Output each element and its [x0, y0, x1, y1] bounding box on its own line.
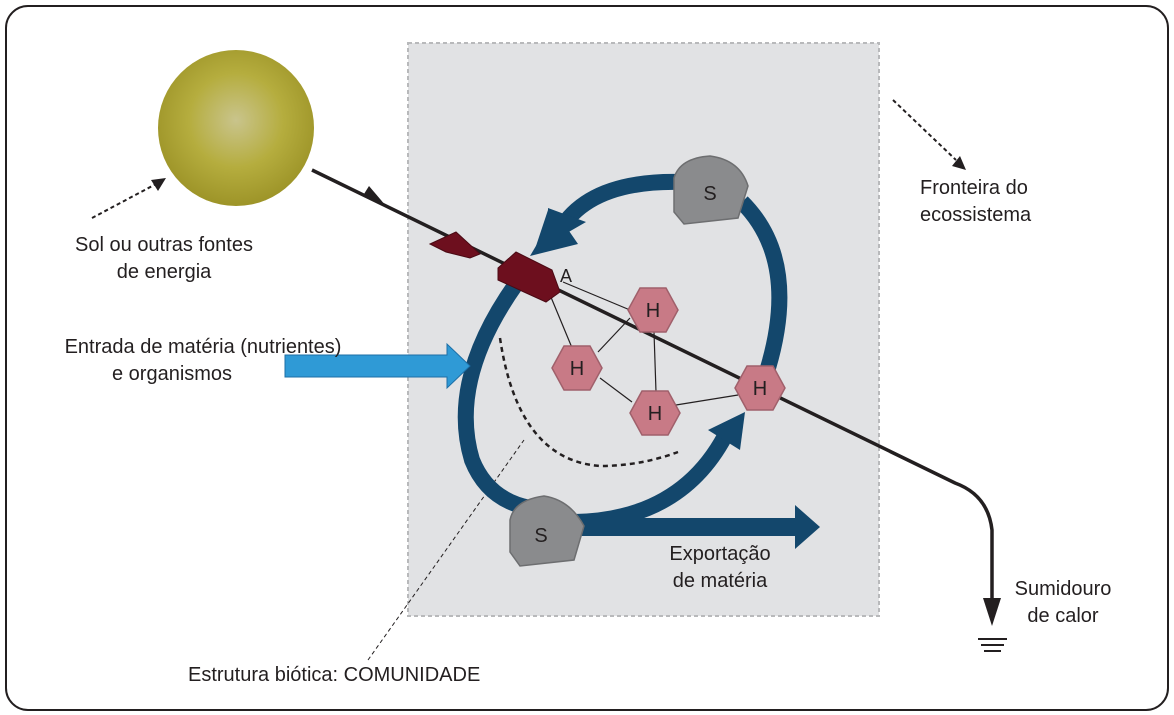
input-label-line1: Entrada de matéria (nutrientes)	[64, 336, 342, 358]
boundary-pointer	[892, 99, 957, 161]
export-label-line1: Exportação	[669, 543, 771, 565]
boundary-label: Fronteira do ecossistema	[920, 175, 1031, 229]
export-arrow	[575, 505, 820, 549]
heat-sink-arrowhead	[983, 598, 1001, 626]
heterotroph-node-3	[629, 390, 681, 436]
input-label-line2: e organismos	[112, 363, 233, 385]
autotroph-arrow-icon	[428, 231, 481, 259]
boundary-label-line2: ecossistema	[920, 204, 1032, 226]
cycle-arrow-top-head2	[530, 212, 578, 256]
autotroph-letter: A	[560, 266, 572, 286]
heterotroph-node-4	[734, 365, 786, 411]
heterotroph-letter-1: H	[646, 300, 660, 322]
input-label: Entrada de matéria (nutrientes) e organi…	[42, 334, 364, 388]
sun-label-line2: de energia	[116, 261, 212, 283]
autotroph-icon	[497, 251, 561, 303]
community-label: Estrutura biótica: COMUNIDADE	[188, 664, 481, 686]
sun-pointer-arrowhead	[151, 178, 166, 191]
heterotroph-letter-4: H	[753, 378, 767, 400]
energy-flow-arrowhead	[364, 186, 386, 206]
food-web-links	[547, 281, 739, 406]
heat-sink-label-line1: Sumidouro	[1014, 578, 1112, 600]
export-label: Exportação de matéria	[650, 541, 790, 595]
sun-label: Sol ou outras fontes de energia	[46, 232, 282, 286]
heterotroph-letter-3: H	[648, 403, 662, 425]
heat-sink-label: Sumidouro de calor	[1008, 576, 1118, 630]
export-label-line2: de matéria	[672, 570, 768, 592]
heterotroph-node-2	[551, 345, 603, 391]
storage-node-bottom	[509, 495, 585, 567]
cycle-arrow-right	[736, 196, 788, 371]
community-arc	[498, 337, 679, 468]
storage-top-letter: S	[703, 183, 716, 205]
storage-bottom-letter: S	[534, 525, 547, 547]
energy-flow-line	[311, 168, 994, 610]
sun-pointer	[91, 183, 157, 219]
input-arrow	[284, 342, 471, 390]
boundary-label-line1: Fronteira do	[920, 177, 1028, 199]
heterotroph-node-1	[627, 287, 679, 333]
community-pointer	[367, 439, 525, 661]
heterotroph-letter-2: H	[570, 358, 584, 380]
storage-node-top	[673, 155, 749, 225]
cycle-arrow-bottom-head	[708, 412, 745, 450]
heat-sink-label-line2: de calor	[1027, 605, 1099, 627]
sun-icon	[158, 50, 314, 206]
cycle-arrow-left	[457, 279, 532, 516]
sun-label-line1: Sol ou outras fontes	[75, 234, 253, 256]
boundary-pointer-arrowhead	[952, 156, 966, 170]
